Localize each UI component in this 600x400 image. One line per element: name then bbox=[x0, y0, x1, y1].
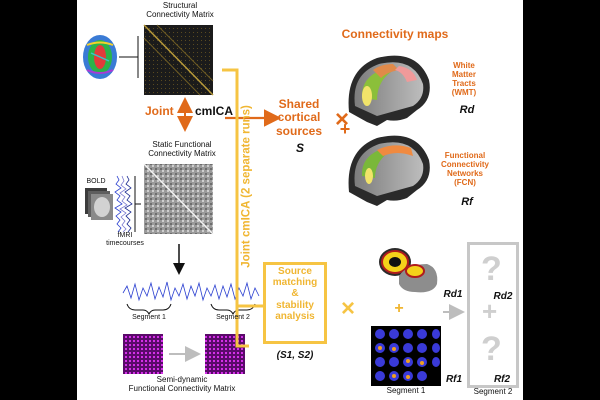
static-fc-title: Static Functional Connectivity Matrix bbox=[148, 140, 216, 158]
brain-fcn-image bbox=[348, 135, 430, 206]
brain-wmt-image bbox=[348, 55, 430, 126]
question-mark-top: ? bbox=[481, 250, 502, 288]
segment2-bottom-label: Segment 2 bbox=[473, 387, 513, 396]
structural-matrix-title: Structural Connectivity Matrix bbox=[146, 1, 214, 19]
segment1-bottom-label: Segment 1 bbox=[386, 386, 426, 395]
segment2-unknown-box bbox=[467, 242, 519, 388]
rf2-symbol: Rf2 bbox=[493, 374, 511, 385]
wmt-symbol: Rd bbox=[459, 104, 475, 116]
rd2-symbol: Rd2 bbox=[493, 291, 513, 302]
question-mark-bottom: ? bbox=[481, 330, 502, 368]
times-operator-top: × bbox=[335, 106, 349, 133]
joint-cmica-runs-label: Joint cmICA (2 separate runs) bbox=[240, 105, 253, 268]
segment2-label: Segment 2 bbox=[216, 314, 250, 321]
dti-tractography-image bbox=[83, 35, 117, 79]
joint-cmica-runs-path bbox=[227, 68, 249, 348]
joint-label: Joint bbox=[145, 104, 174, 118]
shared-sources-label: Shared cortical sources bbox=[275, 97, 323, 138]
wmt-label: White Matter Tracts (WMT) bbox=[451, 61, 477, 97]
semi-dynamic-title: Semi-dynamic Functional Connectivity Mat… bbox=[128, 375, 236, 393]
source-matching-box bbox=[263, 262, 327, 344]
segment1-label: Segment 1 bbox=[132, 314, 166, 321]
plus-placeholder: + bbox=[482, 296, 498, 326]
rd1-symbol: Rd1 bbox=[443, 289, 463, 300]
plus-operator-bottom: + bbox=[394, 300, 404, 317]
semi-dynamic-matrix-seg2 bbox=[205, 334, 245, 374]
plus-operator-top: + bbox=[339, 119, 351, 139]
bold-label: BOLD bbox=[86, 178, 106, 185]
brain-rd1-image bbox=[379, 248, 438, 293]
rf1-symbol: Rf1 bbox=[445, 374, 463, 385]
fcn-label: Functional Connectivity Networks (FCN) bbox=[440, 151, 489, 187]
fcn-symbol: Rf bbox=[461, 196, 473, 208]
cmica-label: cmICA bbox=[195, 104, 234, 118]
connectivity-maps-title: Connectivity maps bbox=[341, 27, 449, 41]
segmented-timecourse-image bbox=[122, 281, 260, 302]
shared-sources-symbol: S bbox=[295, 141, 304, 155]
semi-dynamic-matrix-seg1 bbox=[123, 334, 163, 374]
diagram-graphics: × × bbox=[83, 24, 465, 386]
s-pair-label: (S1, S2) bbox=[276, 350, 314, 361]
fmri-timecourses-image bbox=[114, 175, 133, 233]
diagram-canvas: × × Structural bbox=[77, 0, 523, 400]
source-matching-label: Source matching & stability analysis bbox=[272, 266, 318, 322]
timecourses-label: fMRI timecourses bbox=[106, 232, 144, 247]
brain-rf1-image bbox=[371, 326, 441, 386]
times-operator-bottom: × bbox=[341, 295, 355, 322]
